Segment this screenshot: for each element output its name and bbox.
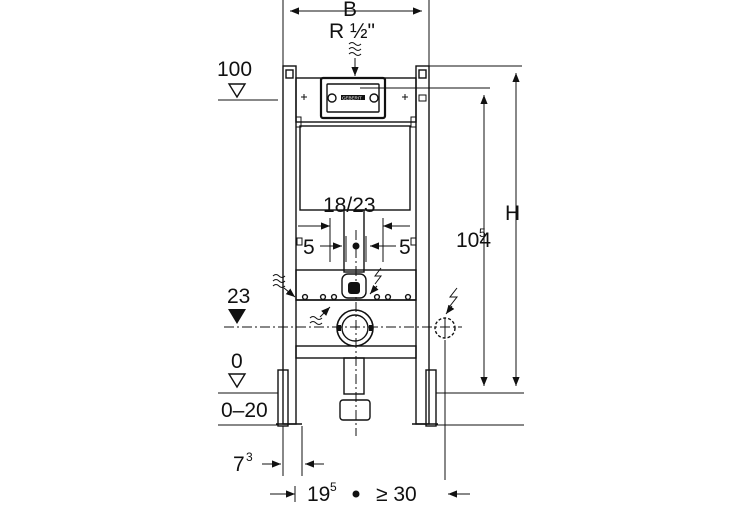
offset-left-label: 5 [303,236,315,259]
level-0-label: 0 [231,350,243,373]
pipe-label: R ½" [329,20,375,43]
height-main-label: 104 [456,229,491,252]
actuator-plate [319,76,387,120]
width-label: B [343,0,357,21]
water-supply-icon [348,42,362,56]
level-100-label: 100 [217,58,252,81]
svg-text:GEBERIT: GEBERIT [342,96,362,101]
depth-bottom-label: 19 [307,483,330,505]
depth-left-sup: 3 [246,450,253,464]
height-total-label: H [505,202,520,225]
level-100: 100 [217,58,278,101]
installation-frame: GEBERIT [276,65,438,427]
brand-logo [341,95,365,100]
depth-left-label: 7 [233,453,245,476]
center-dot [352,242,360,250]
level-23-label: 23 [227,285,250,308]
spacing-label: 18/23 [323,194,376,217]
floor-range-label: 0–20 [221,399,268,422]
spacing-dimension: 18/23 5 5 [298,194,411,436]
electric-bolt-icon [374,267,382,285]
offset-right-label: 5 [399,236,411,259]
water-inlet-icon [272,274,286,288]
clearance-label: ≥ 30 [376,483,417,505]
pipes [336,209,374,421]
level-triangle-icon [227,83,247,99]
waste-wave-icon [309,316,323,325]
depth-bottom-sup: 5 [330,480,337,494]
level-triangle-filled-icon [228,309,246,324]
power-connection [434,287,459,480]
floor-triangle-icon [227,373,247,389]
level-23: 23 [224,267,462,328]
floor-level: 0 0–20 [218,350,524,426]
width-dimension: B R ½" [282,0,430,76]
height-main-sup: 5 [479,226,486,240]
height-dimensions: 104 5 H [360,65,522,386]
power-bolt-icon [448,287,459,307]
depth-dimensions: 7 3 19 5 ≥ 30 [233,426,470,505]
